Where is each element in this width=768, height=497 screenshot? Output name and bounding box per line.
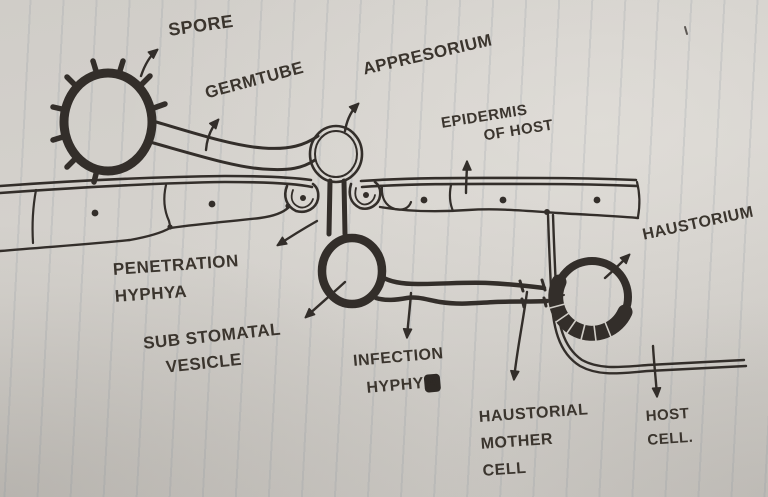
cell-wall-divider-2 [163, 183, 172, 230]
infection-hypha-bottom-line [373, 295, 550, 306]
penetration-hypha-label: PENETRATION HYPHYA [112, 247, 242, 310]
ink-junction-blob [544, 209, 550, 215]
host-cell-label-line2: CELL. [646, 428, 694, 449]
substomatal-vesicle-arrow [304, 280, 347, 319]
host-cell-wall [546, 213, 748, 375]
germ-tube [148, 119, 320, 172]
substomatal-vesicle-body [317, 233, 387, 309]
haustorial-mother-cell-arrow [510, 290, 529, 381]
cell-nucleus-dot [499, 196, 507, 204]
epidermis-bottom-left [0, 205, 291, 253]
stray-ink-mark [684, 26, 688, 35]
guard-cell-nucleus-dot [363, 192, 369, 198]
epidermis-bottom-right [378, 205, 640, 220]
cell-wall-right-end [635, 180, 641, 219]
haustorium-arrow [603, 253, 631, 280]
spore [50, 58, 168, 185]
haustorium-body [548, 257, 633, 342]
infection-hypha-arrow [402, 291, 413, 339]
germ-tube-lower-line [148, 140, 317, 172]
spore-spines [50, 58, 168, 185]
host-cell-wall-outer-line [546, 213, 748, 375]
penetration-hypha-arrow [276, 219, 319, 247]
guard-cell-left-outline [284, 182, 320, 214]
cuticle-line-right-top [359, 176, 638, 183]
appressorium-outer-wall [308, 124, 364, 184]
germ-tube-arrow [204, 118, 220, 152]
host-cell-arrow [651, 344, 662, 398]
cuticle-line-left-top [0, 174, 313, 188]
cell-nucleus-dot [91, 209, 99, 217]
penetration-peg-left-wall [326, 178, 333, 237]
guard-cell-right-inner-line [354, 187, 376, 206]
infection-hypha-top-line [377, 273, 547, 291]
haustorium-rim-hatching [549, 303, 612, 342]
penetration-peg [326, 178, 348, 237]
infection-label-line2-text: HYPHY [365, 374, 425, 397]
cuticle-line-right-bottom [360, 182, 639, 189]
guard-cell-right-outline [348, 180, 382, 210]
cell-nucleus-dot [593, 196, 601, 204]
ink-junction-blob [167, 224, 173, 230]
appressorium-arrow [343, 102, 360, 133]
cuticle-line-left-bottom [0, 180, 314, 195]
epidermis-arrow [462, 160, 472, 195]
infection-hypha-label: INFECTION HYPHYA [352, 340, 447, 404]
host-cell-label: HOST CELL. [645, 402, 694, 453]
appressorium [308, 124, 364, 184]
penetration-peg-right-wall [341, 178, 348, 237]
cell-wall-divider-1 [31, 188, 38, 245]
cell-corner-right-of-stoma [380, 184, 413, 211]
host-cell-label-line1: HOST [645, 404, 690, 425]
infection-hypha-tube [373, 273, 565, 309]
germ-tube-upper-line [151, 119, 320, 150]
septum-marks [518, 278, 548, 309]
cell-nucleus-dot [208, 200, 216, 208]
cell-nucleus-dot [420, 196, 428, 204]
annotation-arrows [139, 48, 662, 398]
haustorium-thick-rim [548, 274, 633, 341]
infection-label-scribbled-letter: A [423, 373, 441, 393]
guard-cell-nucleus-dot [300, 195, 306, 201]
spore-arrow [139, 48, 159, 78]
haustorial-mother-cell-label: HAUSTORIAL MOTHER CELL [478, 396, 593, 485]
ink-junction-blob [285, 203, 291, 209]
host-cell-wall-inner-line [551, 213, 746, 369]
appressorium-inner-wall [314, 130, 358, 178]
cell-wall-divider-3 [448, 183, 455, 213]
guard-cell-left-inner-line [290, 189, 314, 209]
epidermis-layer [0, 174, 641, 253]
